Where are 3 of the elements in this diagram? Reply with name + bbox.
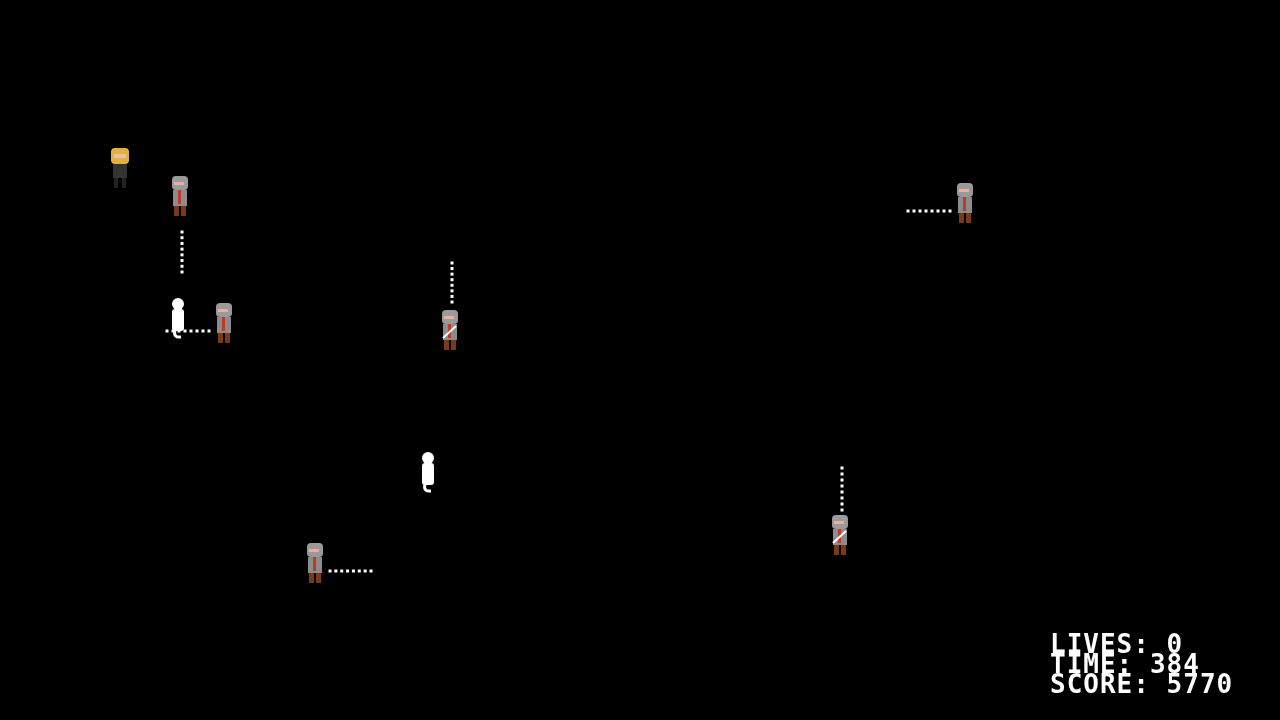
score-text: TIME: 384: [1050, 654, 1200, 674]
score-text: SCORE: 5770: [1050, 674, 1234, 694]
score-text: LIVES: 0: [1050, 634, 1184, 654]
